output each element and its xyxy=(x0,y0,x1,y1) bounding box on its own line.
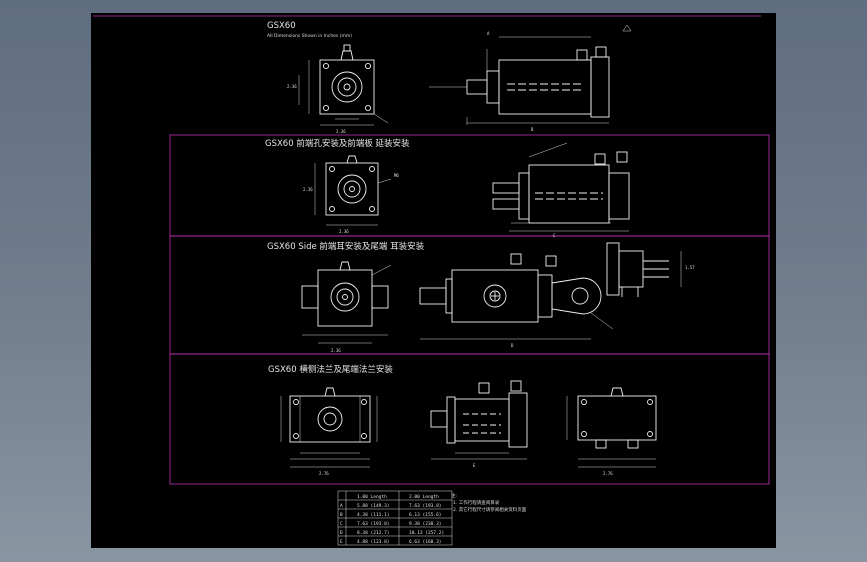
note-heading: 注: xyxy=(451,492,457,499)
section-frame-3 xyxy=(169,235,770,355)
svg-text:2.76: 2.76 xyxy=(603,471,613,476)
drawing-notes: 注: 1. 工作行程请查阅目录 2. 其它行程尺寸请参阅相关资料页面 xyxy=(451,492,527,513)
svg-text:B: B xyxy=(531,127,534,132)
table-cell: 7.63 (193.8) xyxy=(357,521,390,527)
section-1-title: GSX60 xyxy=(267,21,296,31)
svg-text:2.36: 2.36 xyxy=(303,187,313,192)
section-frame-4 xyxy=(169,353,770,485)
table-cell: B xyxy=(340,512,343,518)
table-header-1: 1.00 Length xyxy=(357,494,387,500)
section-1-subtitle: All Dimensions Shown in Inches (mm) xyxy=(267,33,352,39)
table-cell: 6.13 (155.6) xyxy=(409,512,442,518)
table-cell: 9.38 (238.3) xyxy=(409,521,442,527)
table-cell: E xyxy=(340,539,343,545)
section-2-side-view xyxy=(492,142,630,232)
svg-text:2.36: 2.36 xyxy=(331,348,341,353)
cad-drawing: GSX60 All Dimensions Shown in Inches (mm… xyxy=(93,15,770,546)
svg-text:C: C xyxy=(553,233,556,238)
svg-text:M6: M6 xyxy=(394,173,399,178)
section-2-front-view xyxy=(314,155,392,226)
section-2-title: GSX60 前端孔安装及前端板 延装安装 xyxy=(265,138,410,149)
table-cell: 7.63 (193.8) xyxy=(409,503,442,509)
section-3-side-view xyxy=(419,253,614,340)
table-cell: 6.63 (168.3) xyxy=(409,539,442,545)
note-line-2: 2. 其它行程尺寸请参阅相关资料页面 xyxy=(453,506,527,513)
table-cell: 10.13 (257.2) xyxy=(409,530,444,536)
table-cell: C xyxy=(340,521,343,527)
section-3-title: GSX60 Side 前端耳安装及尾端 耳装安装 xyxy=(267,241,425,252)
section-1-front-view xyxy=(298,44,389,126)
table-cell: 4.88 (123.8) xyxy=(357,539,390,545)
section-frame-2 xyxy=(169,134,770,237)
table-cell: A xyxy=(340,503,343,509)
svg-text:D: D xyxy=(511,343,514,348)
section-4-title: GSX60 横侧法兰及尾端法兰安装 xyxy=(268,364,393,375)
section-4-front-view xyxy=(280,387,378,468)
svg-text:A: A xyxy=(487,31,490,36)
table-cell: 8.38 (212.7) xyxy=(357,530,390,536)
section-1-side-view xyxy=(429,24,632,125)
section-3-front-view xyxy=(301,261,392,344)
svg-text:2.76: 2.76 xyxy=(319,471,329,476)
drawing-sheet: GSX60 All Dimensions Shown in Inches (mm… xyxy=(91,13,776,548)
svg-text:2.36: 2.36 xyxy=(287,84,297,89)
svg-text:2.36: 2.36 xyxy=(336,129,346,134)
note-line-1: 1. 工作行程请查阅目录 xyxy=(453,499,500,506)
table-cell: 4.38 (111.1) xyxy=(357,512,390,518)
table-header-2: 2.00 Length xyxy=(409,494,439,500)
dimension-callouts: 2.36 2.36 A B 2.36 2.36 M6 C 2.36 D 1.57… xyxy=(287,31,695,476)
svg-text:1.57: 1.57 xyxy=(685,265,695,270)
section-4-rear-view xyxy=(566,387,657,468)
svg-text:E: E xyxy=(473,463,476,468)
svg-text:2.36: 2.36 xyxy=(339,229,349,234)
dimension-table: 1.00 Length 2.00 Length A 5.88 (149.3) 7… xyxy=(337,490,453,546)
table-cell: D xyxy=(340,530,343,536)
section-4-side-view xyxy=(430,380,528,460)
section-3-clevis-view xyxy=(606,242,682,297)
table-cell: 5.88 (149.3) xyxy=(357,503,390,509)
